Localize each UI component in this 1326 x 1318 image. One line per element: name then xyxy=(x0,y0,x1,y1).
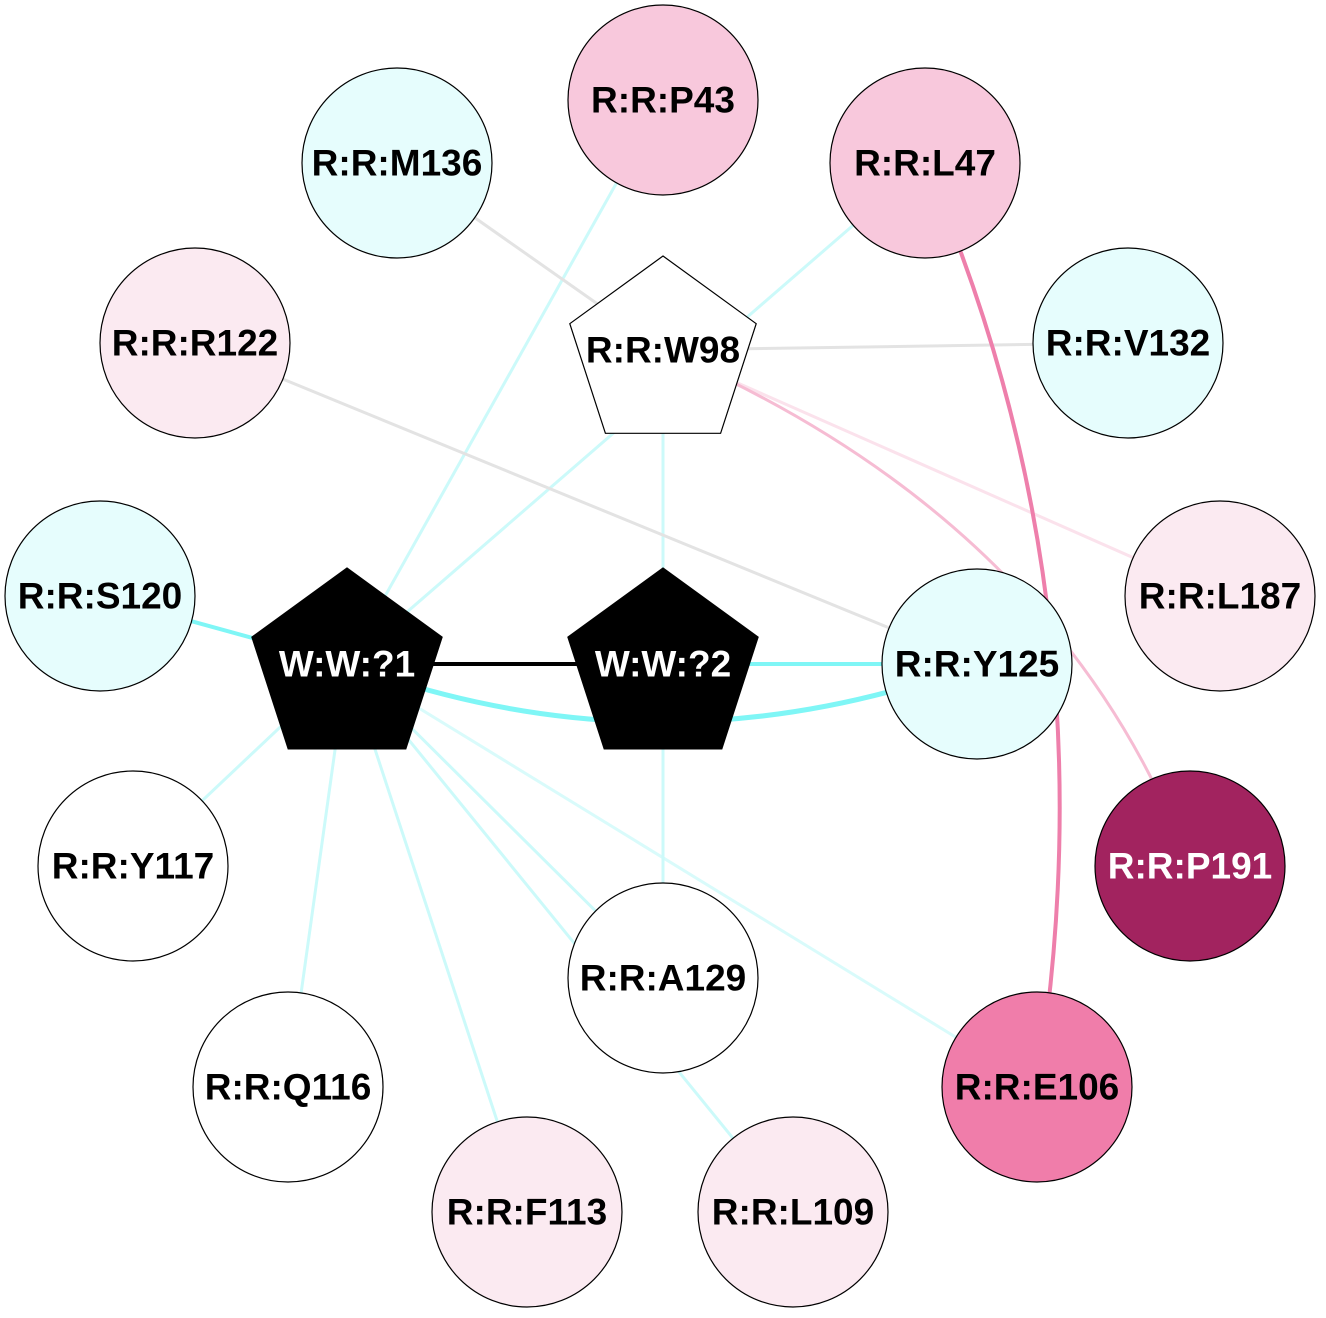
node-circle xyxy=(192,991,384,1183)
node-w1[interactable]: W:W:?1 xyxy=(251,567,443,750)
node-pentagon xyxy=(251,567,443,750)
edge-w98-p191 xyxy=(662,348,1192,867)
node-label: R:R:E106 xyxy=(955,1067,1120,1108)
edge-r122-y125 xyxy=(194,341,978,666)
node-circle xyxy=(567,4,759,196)
node-s120[interactable]: R:R:S120 xyxy=(4,500,196,692)
node-label: R:R:A129 xyxy=(580,958,747,999)
node-label: W:W:?2 xyxy=(595,644,731,685)
node-circle xyxy=(697,1116,889,1308)
node-y125[interactable]: R:R:Y125 xyxy=(881,568,1073,760)
node-v132[interactable]: R:R:V132 xyxy=(1032,247,1224,439)
node-p43[interactable]: R:R:P43 xyxy=(567,4,759,196)
edge-w1-f113 xyxy=(345,663,529,1213)
node-l187[interactable]: R:R:L187 xyxy=(1124,500,1316,692)
node-p191[interactable]: R:R:P191 xyxy=(1094,770,1286,962)
node-r122[interactable]: R:R:R122 xyxy=(99,247,291,439)
node-e106[interactable]: R:R:E106 xyxy=(941,991,1133,1183)
node-circle xyxy=(4,500,196,692)
node-circle xyxy=(431,1116,623,1308)
node-pentagon xyxy=(569,255,757,434)
node-label: R:R:F113 xyxy=(447,1192,607,1233)
node-w98[interactable]: R:R:W98 xyxy=(569,255,757,434)
node-f113[interactable]: R:R:F113 xyxy=(431,1116,623,1308)
node-circle xyxy=(941,991,1133,1183)
node-y117[interactable]: R:R:Y117 xyxy=(37,770,229,962)
edge-w1-e106 xyxy=(346,662,1038,1089)
node-label: R:R:Y117 xyxy=(52,846,214,887)
node-label: W:W:?1 xyxy=(279,644,415,685)
node-label: R:R:L47 xyxy=(854,143,996,184)
node-m136[interactable]: R:R:M136 xyxy=(301,67,493,259)
node-w2[interactable]: W:W:?2 xyxy=(567,567,759,750)
node-label: R:R:R122 xyxy=(112,323,279,364)
node-label: R:R:L109 xyxy=(712,1192,874,1233)
node-label: R:R:V132 xyxy=(1046,323,1211,364)
node-label: R:R:P191 xyxy=(1108,846,1273,887)
edge-w1-l109 xyxy=(345,663,795,1213)
node-pentagon xyxy=(567,567,759,750)
edge-w98-l187 xyxy=(662,348,1221,598)
node-circle xyxy=(1032,247,1224,439)
node-q116[interactable]: R:R:Q116 xyxy=(192,991,384,1183)
node-label: R:R:M136 xyxy=(312,143,483,184)
node-circle xyxy=(1094,770,1286,962)
node-label: R:R:L187 xyxy=(1139,576,1301,617)
node-l109[interactable]: R:R:L109 xyxy=(697,1116,889,1308)
node-circle xyxy=(829,67,1021,259)
edge-w1-p43 xyxy=(345,99,665,665)
node-label: R:R:W98 xyxy=(586,330,740,371)
node-circle xyxy=(99,247,291,439)
node-circle xyxy=(881,568,1073,760)
node-a129[interactable]: R:R:A129 xyxy=(567,882,759,1074)
node-circle xyxy=(301,67,493,259)
node-circle xyxy=(37,770,229,962)
node-label: R:R:Y125 xyxy=(895,644,1060,685)
node-l47[interactable]: R:R:L47 xyxy=(829,67,1021,259)
node-label: R:R:P43 xyxy=(591,80,735,121)
node-label: R:R:Q116 xyxy=(205,1067,372,1108)
node-circle xyxy=(1124,500,1316,692)
node-label: R:R:S120 xyxy=(18,576,183,617)
node-circle xyxy=(567,882,759,1074)
